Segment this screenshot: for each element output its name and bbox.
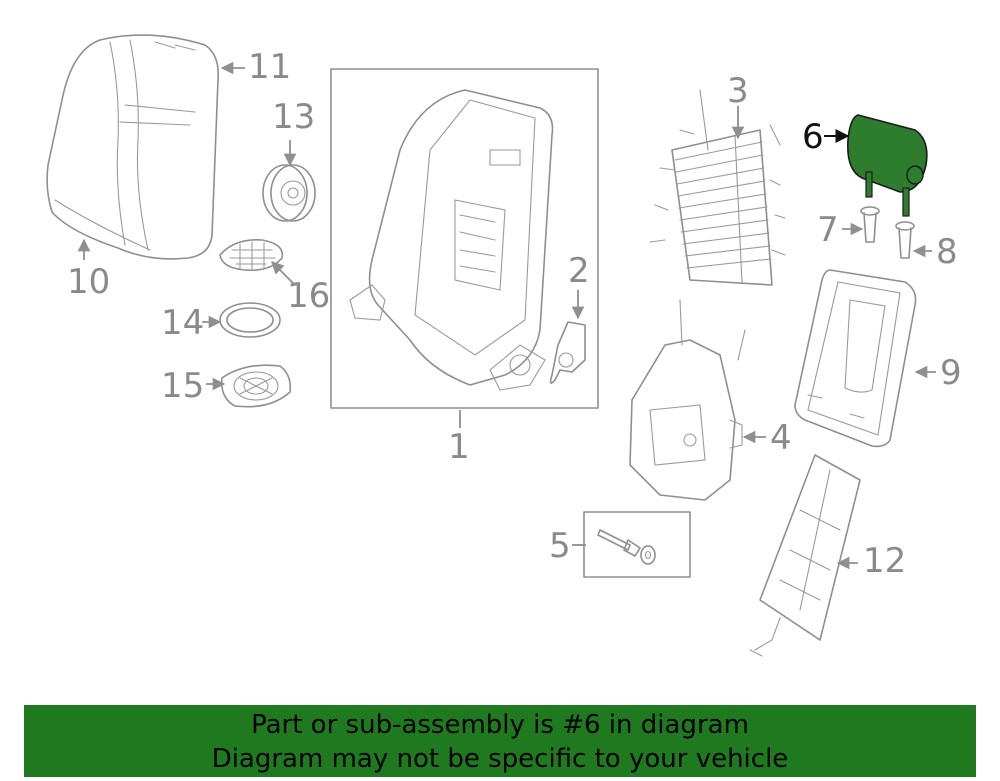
grille-part[interactable] bbox=[219, 238, 284, 272]
recliner-frame-part[interactable] bbox=[629, 299, 746, 501]
bracket-part[interactable] bbox=[220, 364, 292, 408]
callout-14: 14 bbox=[161, 303, 204, 343]
callout-4: 4 bbox=[770, 418, 792, 458]
motor-part[interactable] bbox=[549, 321, 586, 384]
lumbar-support-part[interactable] bbox=[649, 89, 786, 286]
seat-back-cover-part[interactable] bbox=[46, 34, 220, 260]
ring-part[interactable] bbox=[219, 302, 281, 338]
banner-line-2: Diagram may not be specific to your vehi… bbox=[211, 744, 789, 774]
heater-pad-part[interactable] bbox=[749, 454, 861, 657]
banner-line-1: Part or sub-assembly is #6 in diagram bbox=[251, 710, 749, 740]
callout-6: 6 bbox=[802, 117, 824, 157]
headrest-guide-part[interactable] bbox=[860, 206, 880, 243]
back-panel-part[interactable] bbox=[794, 269, 917, 448]
callout-8: 8 bbox=[936, 232, 958, 272]
speaker-part[interactable] bbox=[262, 164, 316, 222]
headrest-part[interactable] bbox=[846, 114, 928, 217]
callout-1: 1 bbox=[448, 427, 470, 467]
seat-frame-part[interactable] bbox=[330, 68, 599, 409]
callout-5: 5 bbox=[549, 526, 571, 566]
callout-3: 3 bbox=[727, 71, 749, 111]
diagram-notice-banner: Part or sub-assembly is #6 in diagram Di… bbox=[24, 705, 976, 777]
parts-diagram: 1 2 3 4 5 6 7 8 9 10 11 12 13 14 15 16 bbox=[46, 34, 962, 657]
fastener-part[interactable] bbox=[583, 511, 691, 578]
callout-12: 12 bbox=[863, 541, 906, 581]
callout-13: 13 bbox=[272, 97, 315, 137]
callout-10: 10 bbox=[67, 262, 110, 302]
callout-2: 2 bbox=[568, 251, 590, 291]
callout-9: 9 bbox=[940, 353, 962, 393]
headrest-guide-lock-part[interactable] bbox=[895, 221, 915, 259]
callout-15: 15 bbox=[161, 366, 204, 406]
callout-11: 11 bbox=[248, 47, 291, 87]
callout-16: 16 bbox=[287, 276, 330, 316]
callout-7: 7 bbox=[817, 210, 839, 250]
